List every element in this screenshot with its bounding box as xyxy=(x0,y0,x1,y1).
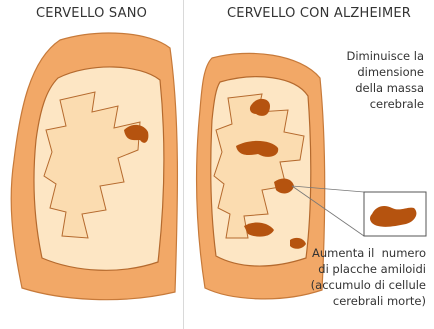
note-line: cerebrale xyxy=(274,96,424,112)
note-line: di placche amiloidi xyxy=(266,261,426,277)
note-line: (accumulo di cellule xyxy=(266,277,426,293)
healthy-brain xyxy=(11,33,177,300)
note-line: Aumenta il numero xyxy=(266,245,426,261)
note-line: dimensione xyxy=(274,64,424,80)
note-line: cerebrali morte) xyxy=(266,293,426,309)
plaque-increase-note: Aumenta il numero di placche amiloidi (a… xyxy=(266,245,426,309)
mass-reduction-note: Diminuisce la dimensione della massa cer… xyxy=(274,48,424,112)
note-line: Diminuisce la xyxy=(274,48,424,64)
note-line: della massa xyxy=(274,80,424,96)
